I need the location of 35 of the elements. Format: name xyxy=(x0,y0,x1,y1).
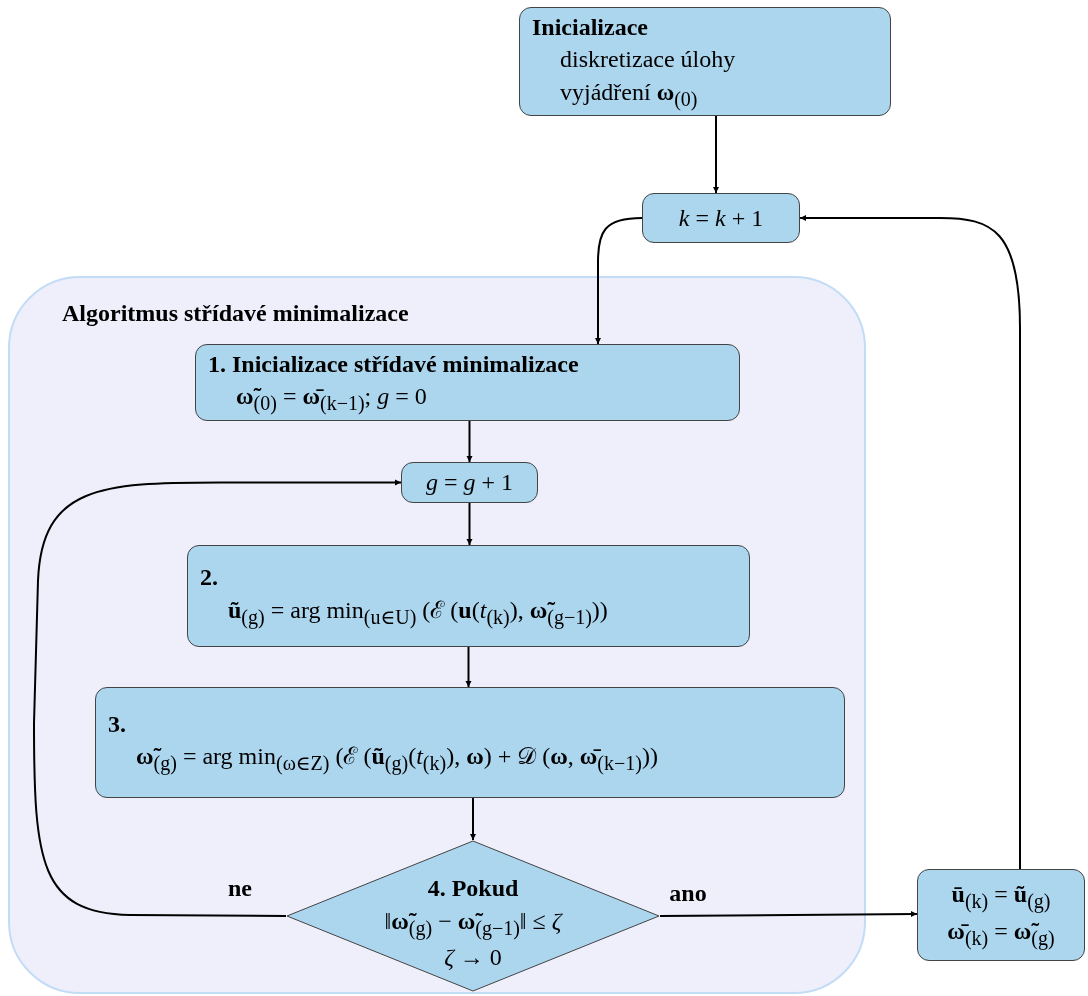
process-box xyxy=(195,344,740,421)
arrow xyxy=(466,502,473,546)
arrow xyxy=(595,217,643,345)
node-text: Inicializace xyxy=(532,12,648,42)
arrow xyxy=(466,420,473,463)
node-text: ω̃$_{(g)}$ = arg min$_{(ω∈Z)}$ (ℰ (ũ$_{(g)}$(t$_{(k)}$), ω) + 𝒟 (ω, ω̄$_{(k−1)}$)) xyxy=(135,742,658,777)
process-box xyxy=(187,545,750,647)
arrow xyxy=(659,911,918,918)
arrow xyxy=(465,646,472,688)
group-title: Algoritmus střídavé minimalizace xyxy=(62,300,409,327)
node-text: 3. xyxy=(108,709,126,739)
node-text: k = k + 1 xyxy=(678,203,764,233)
decision-diamond xyxy=(286,840,660,992)
node-text: 1. Inicializace střídavé minimalizace xyxy=(208,349,579,379)
process-box xyxy=(401,462,538,503)
arrow xyxy=(33,479,402,917)
group-panel xyxy=(8,276,866,994)
node-text: ω̃$_{(0)}$ = ω̄$_{(k−1)}$; g = 0 xyxy=(235,382,427,417)
node-text: diskretizace úlohy xyxy=(559,45,736,75)
node-text: ζ → 0 xyxy=(444,943,502,973)
node-text: ω̄$_{(k)}$ = ω̃$_{(g)}$ xyxy=(947,917,1055,952)
node-text: vyjádření ω$_{(0)}$ xyxy=(559,77,698,113)
process-box xyxy=(95,687,845,798)
arrow xyxy=(713,115,719,194)
node-text: ũ$_{(g)}$ = arg min$_{(u∈U)}$ (ℰ (u(t$_{(k)}$), ω̃$_{(g−1)}$)) xyxy=(227,595,608,631)
node-text: ‖ω̃$_{(g)}$ − ω̃$_{(g−1)}$‖ ≤ ζ xyxy=(384,906,562,942)
node-text: ū$_{(k)}$ = ũ$_{(g)}$ xyxy=(951,880,1051,915)
process-box xyxy=(917,869,1085,961)
node-text: 2. xyxy=(200,563,218,593)
process-box xyxy=(642,193,800,243)
arrow xyxy=(799,215,1021,870)
node-text: g = g + 1 xyxy=(425,468,514,498)
process-box xyxy=(519,7,891,116)
node-text: 4. Pokud xyxy=(427,874,519,904)
arrow xyxy=(470,797,476,841)
